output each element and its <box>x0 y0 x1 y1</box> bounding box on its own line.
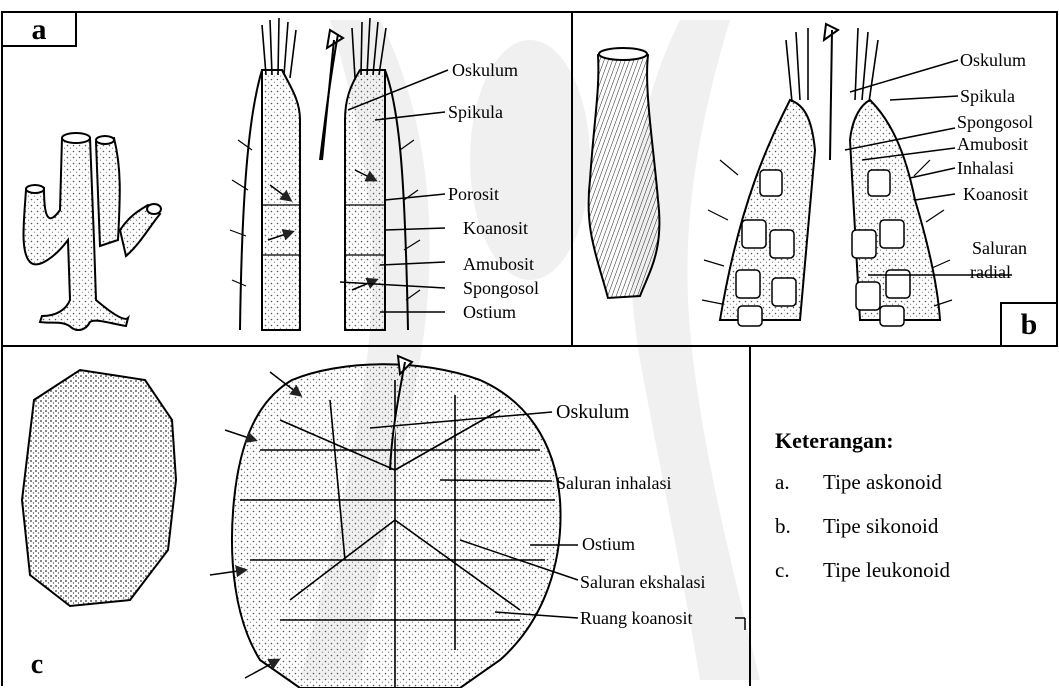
label-b-spongosol: Spongosol <box>957 112 1033 132</box>
label-b-koanosit: Koanosit <box>963 184 1028 204</box>
legend-text: Tipe leukonoid <box>823 558 950 583</box>
label-c-saluran-inhalasi: Saluran inhalasi <box>556 473 671 493</box>
label-b-amubosit: Amubosit <box>957 134 1028 154</box>
sikonoid-sponge <box>589 48 660 298</box>
label-a-oskulum: Oskulum <box>452 60 518 80</box>
legend-item-c: c. Tipe leukonoid <box>775 558 950 602</box>
label-c-saluran-ekshalasi: Saluran ekshalasi <box>580 572 705 592</box>
label-a-koanosit: Koanosit <box>463 218 528 238</box>
legend-text: Tipe sikonoid <box>823 514 938 539</box>
label-b-saluran: Saluran <box>972 238 1027 258</box>
label-c-ostium: Ostium <box>582 534 635 554</box>
legend-letter: c. <box>775 558 823 583</box>
label-b-inhalasi: Inhalasi <box>957 158 1014 178</box>
panel-c-tag: c <box>12 650 62 686</box>
label-c-oskulum: Oskulum <box>556 402 629 422</box>
legend-title: Keterangan: <box>775 428 950 454</box>
label-a-spongosol: Spongosol <box>463 278 539 298</box>
label-a-amubosit: Amubosit <box>463 254 534 274</box>
legend: Keterangan: a. Tipe askonoid b. Tipe sik… <box>775 428 950 602</box>
legend-item-b: b. Tipe sikonoid <box>775 514 950 558</box>
leukonoid-section <box>210 356 561 688</box>
label-a-spikula: Spikula <box>448 102 503 122</box>
leukonoid-sponge <box>22 370 176 606</box>
legend-item-a: a. Tipe askonoid <box>775 470 950 514</box>
label-c-ruang-koanosit: Ruang koanosit <box>580 608 693 628</box>
label-b-spikula: Spikula <box>960 86 1015 106</box>
panel-b-tag: b <box>1000 302 1056 346</box>
legend-letter: a. <box>775 470 823 495</box>
legend-text: Tipe askonoid <box>823 470 942 495</box>
legend-letter: b. <box>775 514 823 539</box>
panel-a-tag: a <box>3 13 77 47</box>
label-a-ostium: Ostium <box>463 302 516 322</box>
label-a-porosit: Porosit <box>448 184 499 204</box>
label-b-radial: radial <box>970 262 1011 282</box>
askonoid-colony <box>24 133 162 330</box>
label-b-oskulum: Oskulum <box>960 50 1026 70</box>
sikonoid-section <box>702 24 952 326</box>
